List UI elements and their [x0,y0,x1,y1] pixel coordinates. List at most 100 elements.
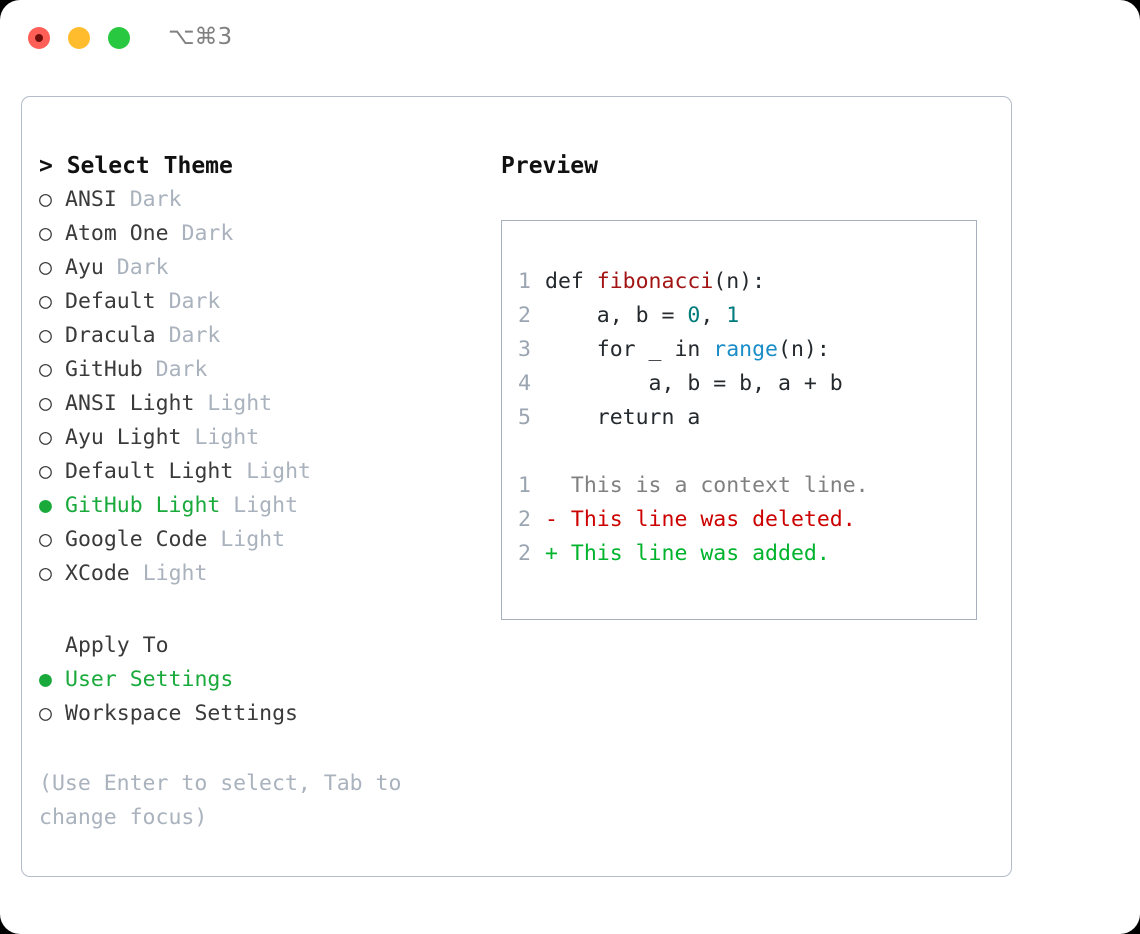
theme-list-item[interactable]: ○Ayu Light Light [39,421,489,455]
code-token: for _ in [545,337,714,362]
code-token: , [700,303,727,328]
radio-selected-icon: ● [39,667,52,692]
line-number: 2 [518,507,531,532]
theme-list-item[interactable]: ○ Google Code Light [39,523,489,557]
keyboard-hint: (Use Enter to select, Tab to change focu… [39,771,402,830]
diff-marker: + [545,541,571,566]
theme-name: Google Code [65,527,208,552]
theme-category: Light [142,561,208,586]
line-number: 2 [518,303,531,328]
code-token: fibonacci [596,269,714,294]
title-bar: ⌥⌘3 [0,0,1140,78]
theme-name: Ayu Light [65,425,182,450]
diff-text: This is a context line. [570,473,869,498]
theme-list-item[interactable]: ○ GitHub Dark [39,353,489,387]
radio-unselected-icon: ○ [39,459,52,484]
theme-category: Dark [168,289,221,314]
radio-unselected-icon: ○ [39,289,52,314]
theme-category: Dark [181,221,234,246]
theme-list-item[interactable]: ○ Default Dark [39,285,489,319]
zoom-button[interactable] [108,27,130,49]
code-token: def [545,269,597,294]
theme-category: Light [233,493,299,518]
theme-list-item[interactable]: ● GitHub Light Light [39,489,489,523]
diff-marker: - [545,507,571,532]
apply-to-heading: Apply To [65,633,169,658]
theme-list-item[interactable]: ○ Default Light Light [39,455,489,489]
theme-list[interactable]: ○ANSI Dark○Atom One Dark○Ayu Dark○Defaul… [39,183,489,591]
radio-unselected-icon: ○ [39,527,52,552]
radio-unselected-icon: ○ [39,425,52,450]
radio-unselected-icon: ○ [39,561,52,586]
apply-to-options[interactable]: ● User Settings ○ Workspace Settings [39,663,489,731]
theme-name: Default [65,289,156,314]
line-number: 1 [518,473,531,498]
theme-list-column: > Select Theme ○ANSI Dark○Atom One Dark○… [39,149,489,835]
line-number: 4 [518,371,531,396]
diff-marker [545,473,571,498]
code-token: 0 [687,303,701,328]
preview-heading: Preview [501,153,598,179]
theme-name: Default Light [65,459,234,484]
radio-unselected-icon: ○ [39,255,52,280]
code-token: a, b = b, a + b [545,371,843,396]
theme-category: Dark [129,187,182,212]
code-line: 3 for _ in range(n): [518,333,976,367]
code-line: 1 def fibonacci(n): [518,265,976,299]
theme-list-item[interactable]: ○Atom One Dark [39,217,489,251]
theme-category: Light [246,459,311,484]
apply-to-label: User Settings [65,667,234,692]
theme-list-item[interactable]: ○ Ayu Dark [39,251,489,285]
theme-name: Ayu [65,255,104,280]
theme-list-item[interactable]: ○ANSI Light Light [39,387,489,421]
close-button[interactable] [28,27,50,49]
code-token: return a [545,405,701,430]
radio-unselected-icon: ○ [39,701,52,726]
code-token: 1 [726,303,740,328]
theme-category: Dark [155,357,208,382]
code-blank-line [518,435,976,469]
apply-to-label: Workspace Settings [65,701,298,726]
line-number: 1 [518,269,531,294]
diff-text: This line was added. [570,541,830,566]
theme-list-item[interactable]: ○ XCode Light [39,557,489,591]
radio-unselected-icon: ○ [39,357,52,382]
code-token: (n): [713,269,766,294]
radio-unselected-icon: ○ [39,221,52,246]
diff-line: 1 This is a context line. [518,469,976,503]
code-token: a, b = [545,303,688,328]
radio-selected-icon: ● [39,493,52,518]
line-number: 2 [518,541,531,566]
theme-name: GitHub [65,357,143,382]
keyboard-shortcut-label: ⌥⌘3 [168,24,233,50]
code-token: (n): [778,337,830,362]
radio-unselected-icon: ○ [39,187,52,212]
apply-to-option[interactable]: ○ Workspace Settings [39,697,489,731]
theme-picker-dialog: > Select Theme ○ANSI Dark○Atom One Dark○… [21,96,1012,877]
theme-list-item[interactable]: ○ANSI Dark [39,183,489,217]
theme-category: Dark [116,255,169,280]
code-token: range [713,337,779,362]
spacer [39,591,489,629]
code-line: 4 a, b = b, a + b [518,367,976,401]
apply-to-option[interactable]: ● User Settings [39,663,489,697]
line-number: 3 [518,337,531,362]
theme-name: ANSI Light [65,391,195,416]
minimize-button[interactable] [68,27,90,49]
theme-list-item[interactable]: ○Dracula Dark [39,319,489,353]
theme-category: Light [220,527,286,552]
theme-name: GitHub Light [65,493,221,518]
theme-name: Dracula [65,323,156,348]
theme-category: Dark [168,323,221,348]
diff-text: This line was deleted. [570,507,856,532]
code-line: 5 return a [518,401,976,435]
select-theme-heading: > Select Theme [39,153,233,179]
diff-line: 2- This line was deleted. [518,503,976,537]
theme-name: XCode [65,561,130,586]
diff-line: 2 + This line was added. [518,537,976,571]
radio-unselected-icon: ○ [39,391,52,416]
